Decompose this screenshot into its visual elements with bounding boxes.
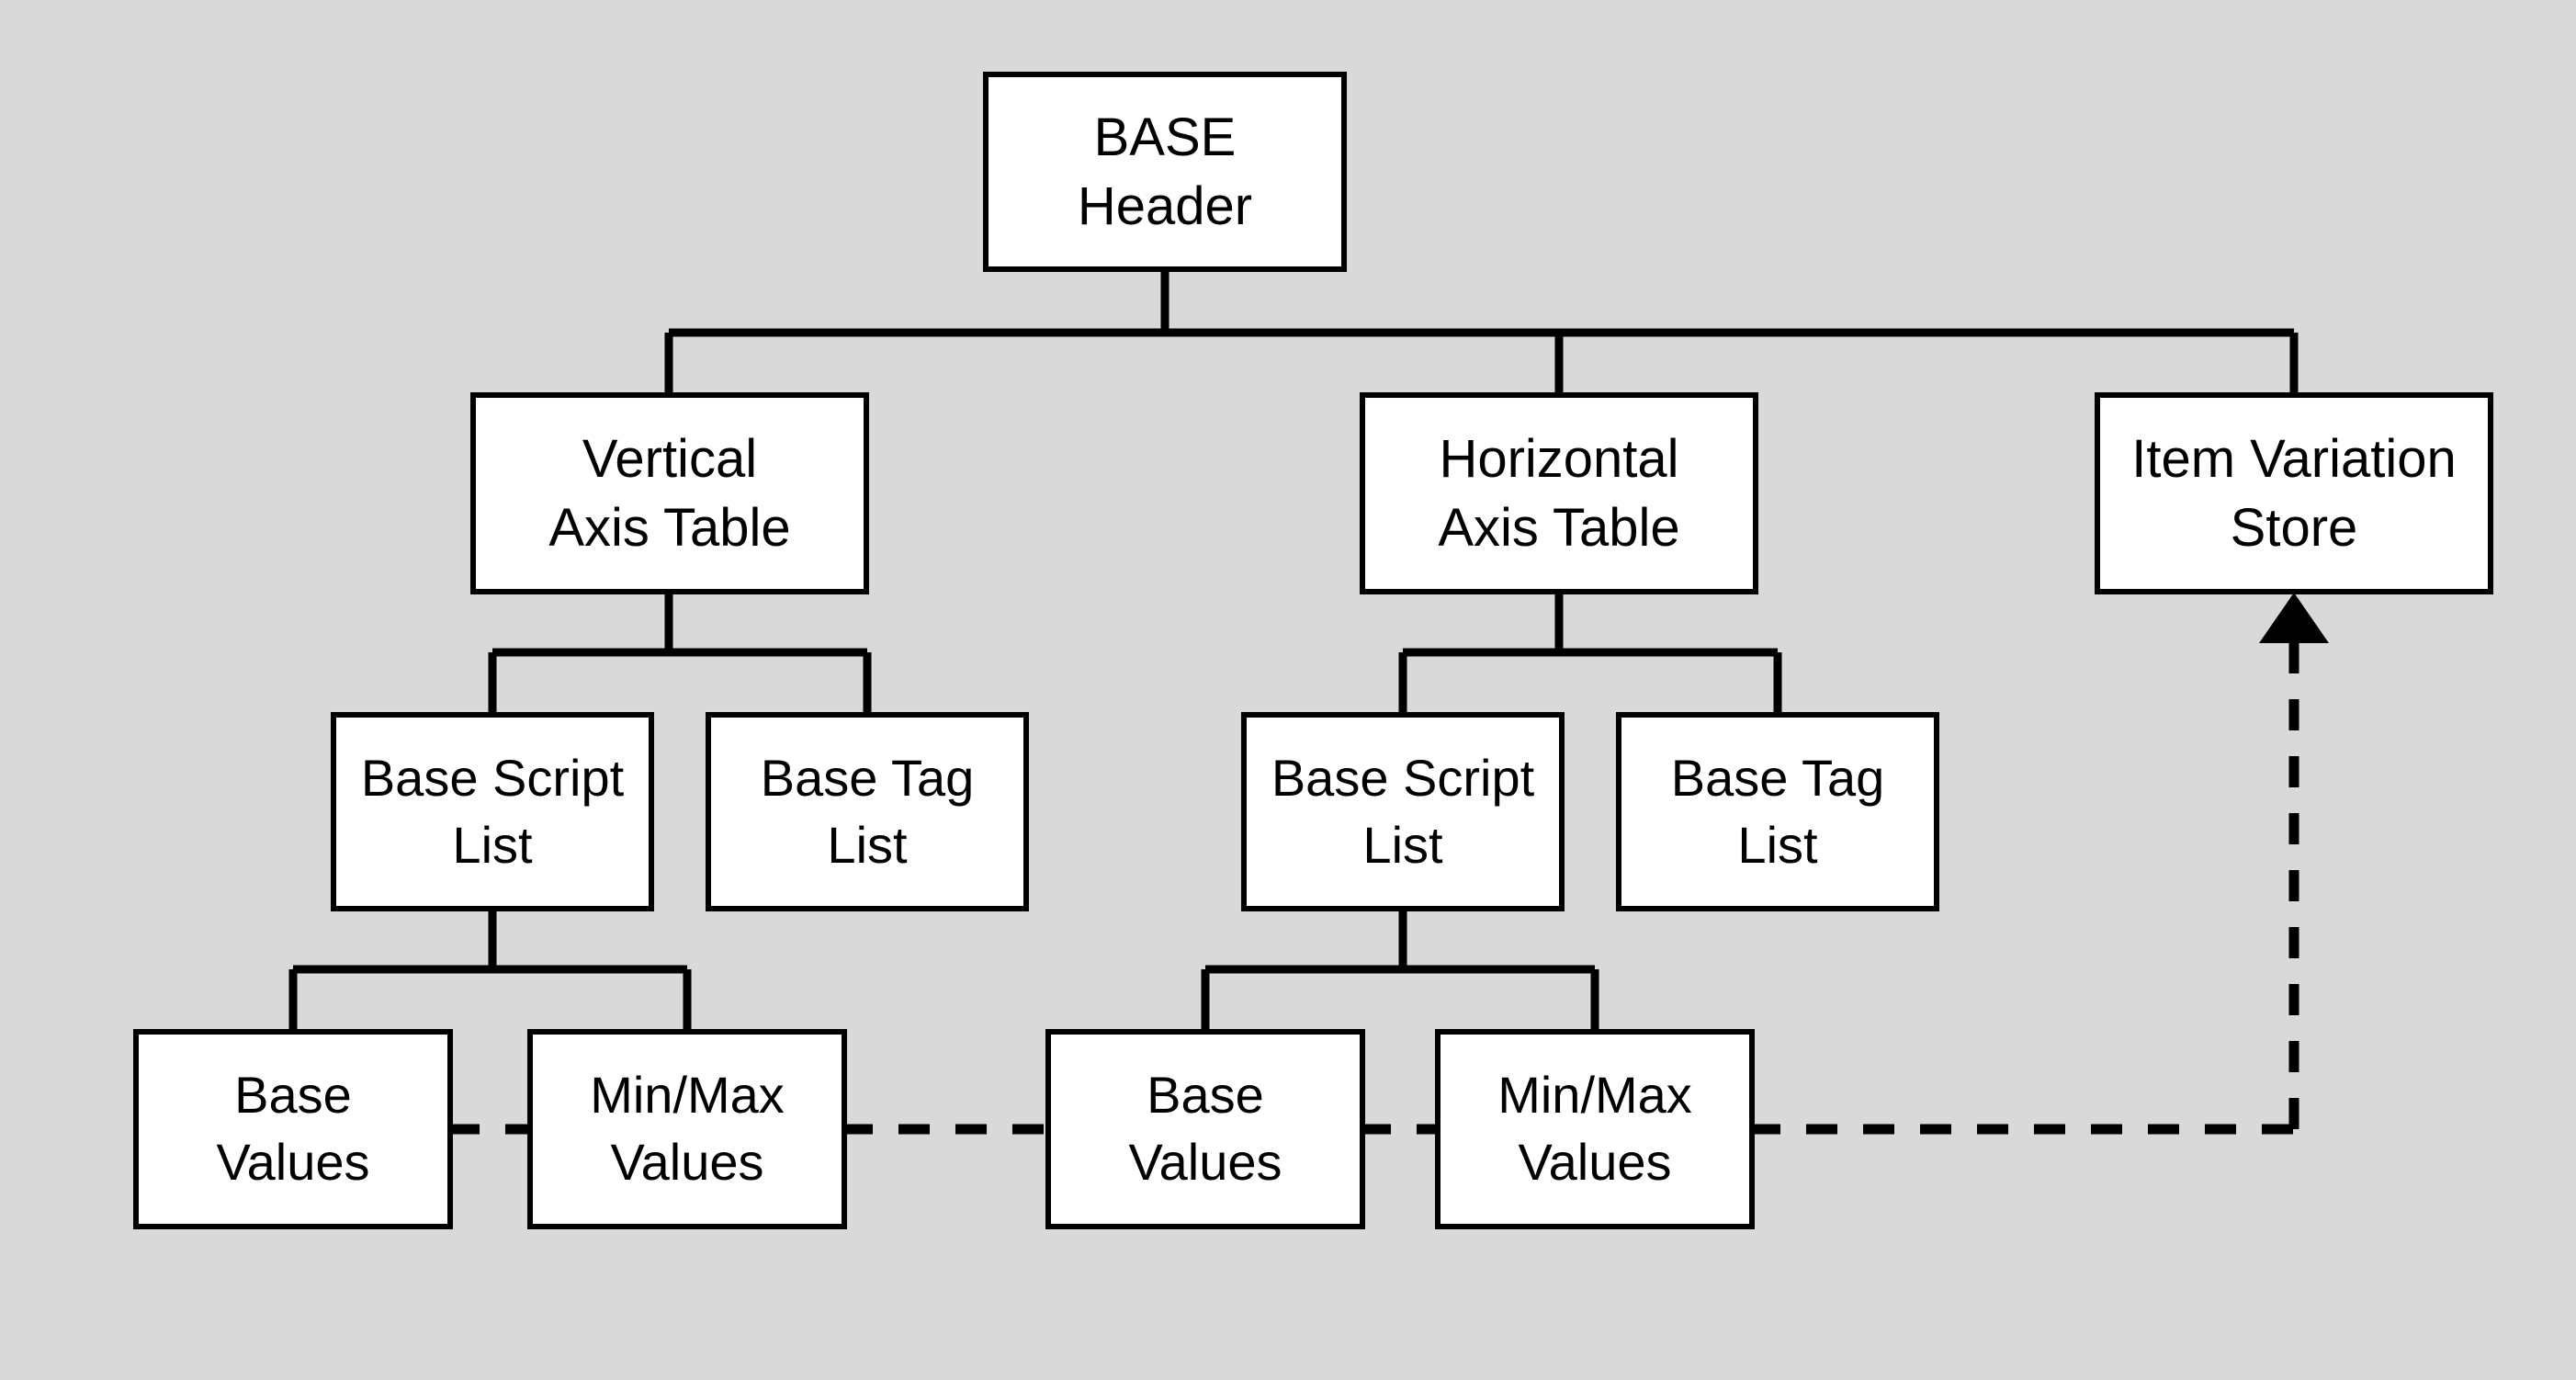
- arrowhead-item-variation-store: [2259, 593, 2329, 643]
- node-vertical-min-max-values-line2: Values: [610, 1133, 764, 1191]
- node-vertical-base-tag-list[interactable]: Base Tag List: [706, 712, 1029, 911]
- node-horizontal-min-max-values-line1: Min/Max: [1497, 1066, 1692, 1125]
- node-horizontal-base-script-list-line1: Base Script: [1271, 748, 1535, 807]
- node-vertical-base-tag-list-line1: Base Tag: [760, 748, 975, 807]
- node-horizontal-axis-table[interactable]: Horizontal Axis Table: [1360, 392, 1758, 594]
- node-base-header-line2: Header: [1077, 176, 1253, 236]
- node-vertical-base-script-list[interactable]: Base Script List: [331, 712, 654, 911]
- node-vertical-axis-table[interactable]: Vertical Axis Table: [470, 392, 869, 594]
- node-vertical-axis-table-line2: Axis Table: [548, 498, 791, 558]
- node-vertical-base-values[interactable]: Base Values: [133, 1029, 453, 1229]
- node-horizontal-base-script-list-line2: List: [1362, 815, 1443, 874]
- node-horizontal-axis-table-line2: Axis Table: [1438, 498, 1680, 558]
- node-horizontal-base-values-line2: Values: [1128, 1133, 1282, 1191]
- node-item-variation-store[interactable]: Item Variation Store: [2095, 392, 2493, 594]
- node-horizontal-base-values[interactable]: Base Values: [1045, 1029, 1365, 1229]
- node-vertical-base-values-line2: Values: [216, 1133, 370, 1191]
- node-vertical-base-script-list-line2: List: [452, 815, 533, 874]
- node-horizontal-min-max-values-line2: Values: [1518, 1133, 1672, 1191]
- node-vertical-base-script-list-line1: Base Script: [360, 748, 625, 807]
- node-vertical-base-tag-list-line2: List: [827, 815, 908, 874]
- node-base-header-line1: BASE: [1093, 107, 1237, 167]
- node-horizontal-axis-table-line1: Horizontal: [1439, 428, 1679, 489]
- node-vertical-axis-table-line1: Vertical: [582, 428, 758, 489]
- node-horizontal-base-tag-list-line2: List: [1737, 815, 1818, 874]
- node-item-variation-store-line2: Store: [2230, 498, 2358, 558]
- node-horizontal-base-script-list[interactable]: Base Script List: [1241, 712, 1565, 911]
- node-vertical-min-max-values[interactable]: Min/Max Values: [527, 1029, 847, 1229]
- node-vertical-base-values-line1: Base: [234, 1066, 352, 1125]
- node-horizontal-base-tag-list-line1: Base Tag: [1670, 748, 1885, 807]
- node-base-header[interactable]: BASE Header: [983, 72, 1347, 272]
- node-vertical-min-max-values-line1: Min/Max: [590, 1066, 785, 1125]
- node-item-variation-store-line1: Item Variation: [2131, 428, 2457, 489]
- node-horizontal-base-tag-list[interactable]: Base Tag List: [1616, 712, 1939, 911]
- node-horizontal-min-max-values[interactable]: Min/Max Values: [1435, 1029, 1755, 1229]
- node-horizontal-base-values-line1: Base: [1147, 1066, 1264, 1125]
